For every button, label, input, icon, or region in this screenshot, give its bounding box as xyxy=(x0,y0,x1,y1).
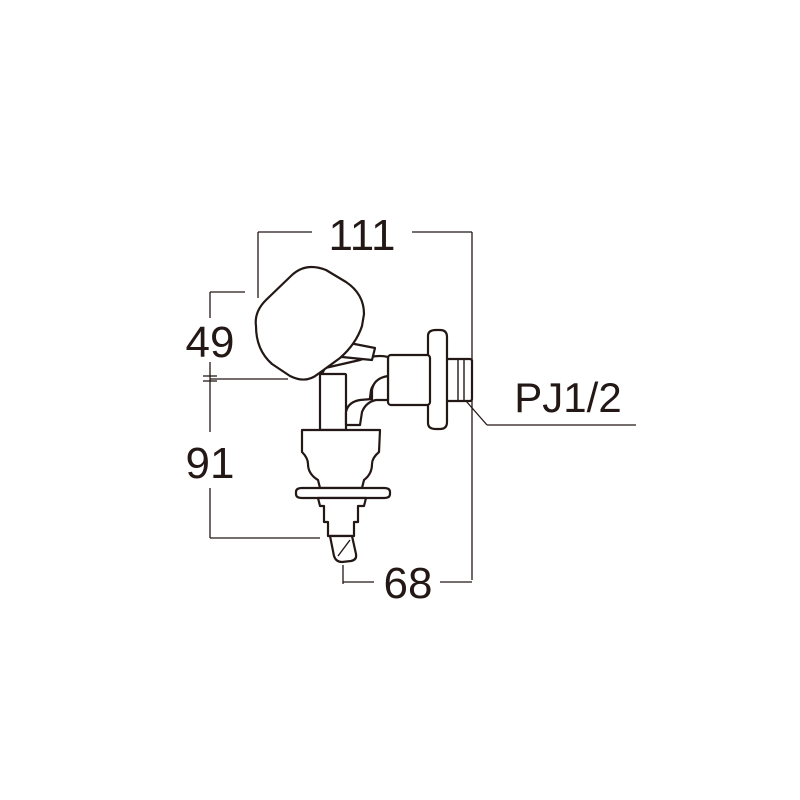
vertical-stem xyxy=(318,372,348,432)
spout-ring xyxy=(294,486,392,500)
elbow-joint xyxy=(344,374,390,427)
inlet-thread xyxy=(444,357,474,403)
handle xyxy=(254,265,366,381)
faucet-body xyxy=(254,265,474,564)
dimension-111-label: 111 xyxy=(329,211,396,260)
dimension-49-91-lines xyxy=(203,291,320,539)
thread-spec-label: PJ1/2 xyxy=(514,374,621,421)
spout-body xyxy=(316,496,368,538)
dimension-91-label: 91 xyxy=(186,439,235,488)
collar xyxy=(300,428,382,490)
dimension-111-lines xyxy=(257,231,473,580)
wall-flange xyxy=(426,328,449,431)
dimension-68-lines xyxy=(342,565,472,584)
dimension-49-label: 49 xyxy=(186,318,235,367)
dimension-68-label: 68 xyxy=(384,559,433,608)
dimension-lines xyxy=(203,231,636,584)
thread-leader-line xyxy=(465,400,636,426)
inlet-body xyxy=(386,353,432,407)
